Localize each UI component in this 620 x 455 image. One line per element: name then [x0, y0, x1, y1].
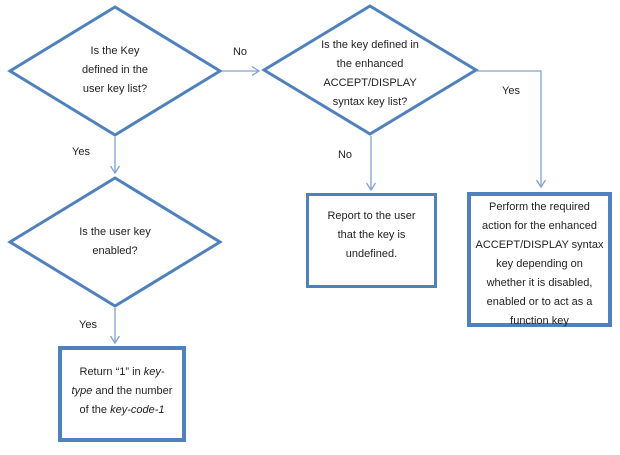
process-box-report-undefined: Report to the user that the key is undef… — [306, 193, 437, 288]
process-text-line: whether it is disabled, — [486, 277, 593, 289]
process-text-line: key depending on — [496, 258, 583, 270]
process-text-segment: and the number — [92, 385, 173, 397]
decision-diamond-user-key-defined — [7, 5, 223, 137]
process-text-line: undefined. — [345, 248, 398, 260]
process-text-line: enabled or to act as a — [486, 296, 593, 308]
process-text-line: Report to the user — [327, 210, 416, 222]
edge-label-yes: Yes — [72, 146, 90, 158]
edge-label-yes: Yes — [79, 319, 97, 331]
decision-text-line: ACCEPT/DISPLAY — [323, 77, 417, 89]
decision-text-line: enabled? — [92, 245, 138, 257]
decision-diamond-enhanced-key-defined — [261, 4, 479, 136]
arrowhead-down-icon — [109, 165, 121, 175]
decision-text-line: Is the key defined in — [321, 39, 419, 51]
process-text-segment-italic: key- — [143, 366, 165, 378]
process-text-line: of the key-code-1 — [62, 401, 182, 420]
decision-text-line: user key list? — [82, 83, 148, 95]
edge-label-yes: Yes — [502, 85, 520, 97]
process-text-line: that the key is — [337, 229, 406, 241]
process-box-perform-action: Perform the required action for the enha… — [467, 192, 612, 327]
process-box-return-key-type: Return “1” in key- type and the number o… — [58, 346, 186, 442]
decision-text-line: Is the Key — [90, 45, 140, 57]
process-text-line: ACCEPT/DISPLAY syntax — [475, 239, 604, 251]
decision-text-user-key-defined: Is the Key defined in the user key list? — [40, 42, 190, 99]
arrowhead-down-icon — [109, 335, 121, 345]
arrowhead-right-icon — [251, 65, 261, 77]
decision-diamond-user-key-enabled — [7, 176, 223, 308]
decision-text-line: syntax key list? — [332, 96, 408, 108]
process-text-segment: Return “1” in — [79, 366, 144, 378]
decision-text-line: Is the user key — [79, 226, 151, 238]
process-text-line: function key — [510, 315, 569, 327]
decision-text-enhanced-key-defined: Is the key defined in the enhanced ACCEP… — [295, 36, 445, 112]
process-text-segment: of the — [79, 404, 111, 416]
decision-text-line: defined in the — [81, 64, 149, 76]
decision-text-line: the enhanced — [336, 58, 404, 70]
edge-label-no: No — [337, 149, 353, 161]
process-text-line: Perform the required — [489, 201, 590, 213]
arrowhead-down-icon — [365, 182, 377, 192]
process-text-line: Return “1” in key- — [62, 363, 182, 382]
connector-yes-to-perform-box — [477, 70, 542, 186]
arrowhead-down-icon — [535, 179, 547, 189]
decision-text-user-key-enabled: Is the user key enabled? — [40, 223, 190, 261]
edge-label-no: No — [232, 46, 248, 58]
process-text-line: action for the enhanced — [482, 220, 597, 232]
process-text-segment-italic: key-code-1 — [110, 404, 165, 416]
process-text-segment-italic: type — [71, 385, 93, 397]
process-text-line: type and the number — [62, 382, 182, 401]
